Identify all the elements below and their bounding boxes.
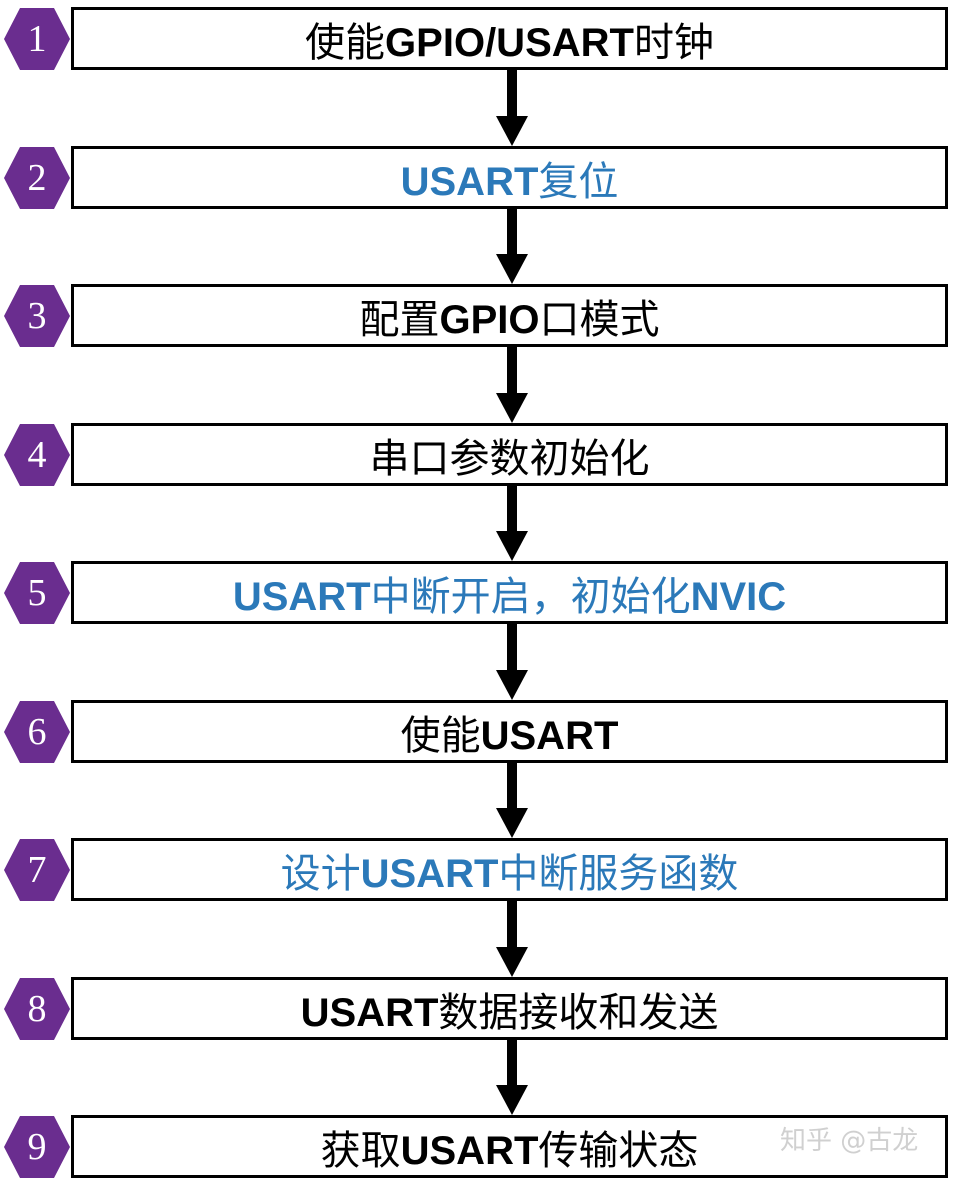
step-box: USART数据接收和发送	[71, 977, 948, 1040]
step-label-part: 时钟	[633, 19, 714, 66]
step-box: 串口参数初始化	[71, 423, 948, 486]
down-arrow-icon	[492, 763, 532, 838]
step-number: 4	[27, 434, 47, 476]
down-arrow-icon	[492, 486, 532, 561]
step-box: 配置GPIO口模式	[71, 284, 948, 347]
down-arrow-icon	[492, 901, 532, 977]
step-label-part: 口模式	[539, 296, 660, 343]
step-number: 3	[27, 295, 47, 337]
step-label: 获取USART传输状态	[321, 1118, 699, 1176]
step-label-part: GPIO/USART	[385, 20, 634, 65]
step-label: USART复位	[401, 149, 619, 207]
down-arrow-icon	[492, 347, 532, 423]
step-number-badge: 7	[4, 837, 70, 903]
step-box: 获取USART传输状态	[71, 1115, 948, 1178]
step-number-badge: 9	[4, 1114, 70, 1180]
step-label-part: NVIC	[690, 574, 787, 619]
step-box: 使能USART	[71, 700, 948, 763]
step-label: 使能GPIO/USART时钟	[305, 10, 714, 68]
step-label-part: USART	[232, 574, 371, 619]
step-label-part: 中断服务函数	[498, 850, 739, 897]
step-label: 使能USART	[401, 703, 619, 761]
step-number-badge: 4	[4, 422, 70, 488]
step-label-part: 数据接收和发送	[438, 989, 719, 1036]
step-box: USART复位	[71, 146, 948, 209]
step-box: 使能GPIO/USART时钟	[71, 7, 948, 70]
step-label-part: USART	[480, 713, 619, 758]
step-label-part: USART	[400, 1128, 539, 1173]
step-label: 串口参数初始化	[370, 426, 650, 484]
step-number-badge: 1	[4, 6, 70, 72]
step-label: 配置GPIO口模式	[359, 287, 659, 345]
step-number: 6	[27, 711, 47, 753]
step-label-part: 复位	[538, 158, 619, 205]
down-arrow-icon	[492, 1040, 532, 1115]
step-label-part: USART	[300, 990, 439, 1035]
step-number: 8	[27, 988, 47, 1030]
step-number-badge: 3	[4, 283, 70, 349]
down-arrow-icon	[492, 209, 532, 284]
step-box: 设计USART中断服务函数	[71, 838, 948, 901]
step-number: 1	[27, 18, 47, 60]
step-label-part: 使能	[400, 712, 481, 759]
step-number-badge: 6	[4, 699, 70, 765]
step-label-part: 串口参数初始化	[369, 435, 650, 482]
step-number-badge: 5	[4, 560, 70, 626]
step-box: USART中断开启，初始化NVIC	[71, 561, 948, 624]
down-arrow-icon	[492, 70, 532, 146]
step-number: 5	[27, 572, 47, 614]
step-label: 设计USART中断服务函数	[281, 841, 739, 899]
step-label-part: 中断开启，初始化	[370, 573, 691, 620]
step-label-part: 设计	[280, 850, 361, 897]
step-number: 7	[27, 849, 47, 891]
step-label-part: 使能	[305, 19, 386, 66]
step-label-part: 配置	[359, 296, 440, 343]
step-label-part: 获取	[320, 1127, 401, 1174]
step-label-part: USART	[360, 851, 499, 896]
step-number: 2	[27, 157, 47, 199]
down-arrow-icon	[492, 624, 532, 700]
step-number-badge: 8	[4, 976, 70, 1042]
step-label-part: GPIO	[439, 297, 540, 342]
step-label-part: 传输状态	[538, 1127, 699, 1174]
step-number-badge: 2	[4, 145, 70, 211]
step-label: USART数据接收和发送	[301, 980, 719, 1038]
step-label-part: USART	[400, 159, 539, 204]
watermark: 知乎 @古龙	[780, 1126, 919, 1156]
step-number: 9	[27, 1126, 47, 1168]
step-label: USART中断开启，初始化NVIC	[233, 564, 786, 622]
